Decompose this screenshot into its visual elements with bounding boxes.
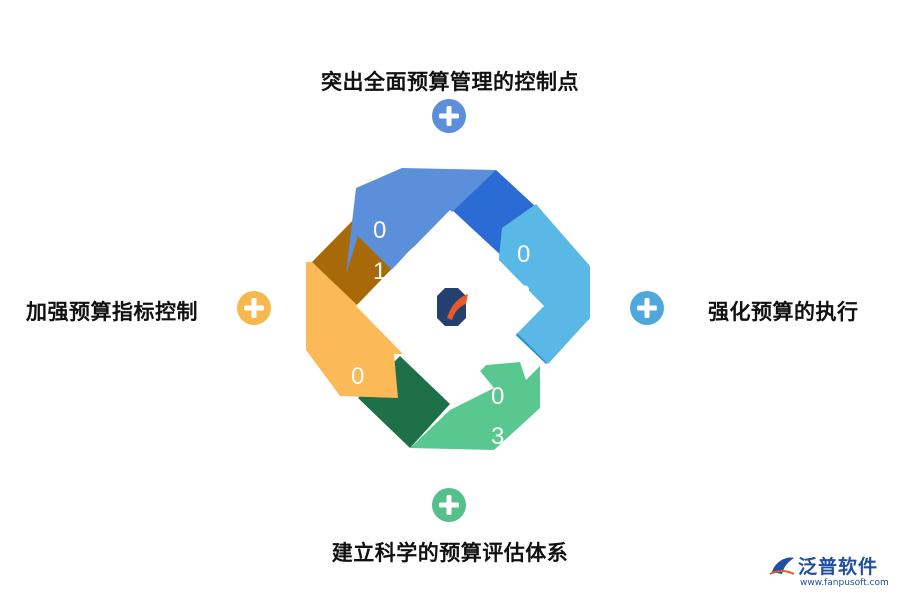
plus-circle-icon-right: [630, 291, 664, 325]
segment-4-digit-0: 0: [351, 363, 364, 390]
segment-4-arrow: [306, 262, 408, 398]
segment-1-arrow: [346, 168, 496, 274]
segment-1-digit-1: 1: [373, 258, 386, 285]
brand-name: 泛普软件: [798, 556, 879, 578]
segment-2-digit-0: 0: [517, 241, 530, 268]
plus-circle-icon-left: [237, 291, 271, 325]
label-right-execution: 强化预算的执行: [708, 300, 859, 324]
brand-url: www.fanpusoft.com: [800, 578, 889, 588]
brand-logo-icon: [769, 557, 795, 575]
label-top-control-points: 突出全面预算管理的控制点: [321, 70, 579, 94]
segment-4-digit-1: 4: [351, 403, 364, 430]
segment-3-digit-0: 0: [491, 383, 504, 410]
plus-circle-icon-top: [432, 99, 466, 133]
plus-circle-icon-bottom: [432, 488, 466, 522]
center-logo-icon: [437, 288, 468, 326]
segment-3-digit-1: 3: [491, 423, 504, 450]
segment-3-arrow: [410, 362, 540, 450]
segment-1-digit-0: 0: [373, 217, 386, 244]
label-left-indicator-control: 加强预算指标控制: [26, 300, 198, 324]
label-bottom-evaluation-system: 建立科学的预算评估体系: [331, 541, 569, 565]
segment-2-digit-1: 2: [517, 281, 530, 308]
